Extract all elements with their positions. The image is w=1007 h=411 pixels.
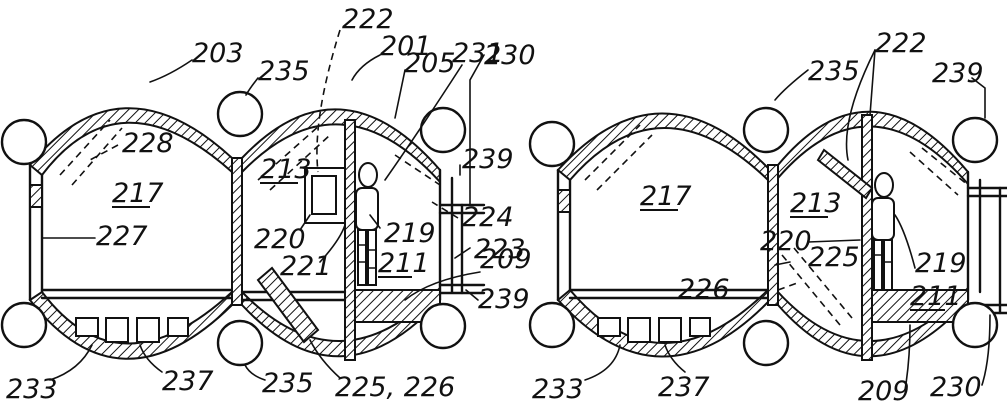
label-222: 222 bbox=[342, 4, 394, 35]
module-217-right bbox=[556, 112, 770, 358]
label-239: 239 bbox=[462, 144, 514, 175]
float-sphere bbox=[742, 319, 790, 367]
docking-adapter-right bbox=[966, 186, 1007, 315]
cargo-box bbox=[658, 317, 682, 343]
reference-labels: 203 235 222 201 205 231 230 228 239 217 … bbox=[6, 4, 984, 407]
partition-wall bbox=[231, 157, 243, 306]
cargo-box bbox=[689, 317, 711, 337]
hatch-ramp bbox=[256, 266, 320, 344]
label-233: 233 bbox=[6, 374, 58, 405]
cargo-box bbox=[597, 317, 621, 337]
cargo-box bbox=[627, 317, 651, 343]
hatch-ramp bbox=[816, 148, 874, 200]
label-219: 219 bbox=[384, 218, 436, 249]
label-237: 237 bbox=[162, 366, 214, 397]
label-205: 205 bbox=[404, 48, 456, 79]
float-sphere bbox=[0, 118, 48, 166]
label-235: 235 bbox=[258, 56, 310, 87]
label-237: 237 bbox=[658, 372, 710, 403]
label-230: 230 bbox=[930, 372, 982, 403]
float-sphere bbox=[951, 301, 999, 349]
partition-wall bbox=[767, 164, 779, 306]
label-219: 219 bbox=[915, 248, 967, 279]
float-sphere bbox=[742, 106, 790, 154]
float-sphere bbox=[216, 319, 264, 367]
label-209: 209 bbox=[858, 376, 910, 407]
label-209: 209 bbox=[480, 244, 532, 275]
label-217: 217 bbox=[640, 181, 692, 212]
label-211: 211 bbox=[378, 248, 430, 279]
right-assembly bbox=[528, 106, 1007, 367]
label-235: 235 bbox=[808, 56, 860, 87]
label-224: 224 bbox=[462, 202, 514, 233]
label-222: 222 bbox=[875, 28, 927, 59]
label-213: 213 bbox=[790, 188, 842, 219]
label-203: 203 bbox=[192, 38, 244, 69]
float-sphere bbox=[528, 301, 576, 349]
cargo-box bbox=[105, 317, 129, 343]
cargo-box bbox=[136, 317, 160, 343]
module-217-left bbox=[28, 107, 234, 360]
label-225: 225 bbox=[808, 242, 860, 273]
leader-lines bbox=[41, 29, 991, 391]
float-sphere bbox=[951, 116, 999, 164]
float-sphere bbox=[419, 302, 467, 350]
label-220: 220 bbox=[760, 226, 812, 257]
float-sphere bbox=[0, 301, 48, 349]
label-227: 227 bbox=[96, 221, 148, 252]
label-239: 239 bbox=[478, 284, 530, 315]
float-sphere bbox=[216, 90, 264, 138]
label-231: 231 bbox=[452, 38, 504, 69]
float-sphere bbox=[419, 106, 467, 154]
label-223: 223 bbox=[474, 234, 526, 265]
label-217: 217 bbox=[112, 178, 164, 209]
label-228: 228 bbox=[122, 128, 174, 159]
float-sphere bbox=[528, 120, 576, 168]
astronaut-figure bbox=[355, 162, 379, 286]
label-211: 211 bbox=[910, 281, 962, 312]
label-226: 226 bbox=[678, 274, 730, 305]
label-239: 239 bbox=[932, 58, 984, 89]
docking-adapter-left bbox=[438, 203, 486, 295]
label-233: 233 bbox=[532, 374, 584, 405]
label-225-226: 225, 226 bbox=[335, 372, 455, 403]
left-assembly bbox=[0, 90, 486, 367]
label-220: 220 bbox=[254, 224, 306, 255]
label-235: 235 bbox=[262, 368, 314, 399]
cargo-box bbox=[75, 317, 99, 337]
label-221: 221 bbox=[280, 251, 332, 282]
cargo-box bbox=[167, 317, 189, 337]
module-201-right bbox=[777, 110, 982, 361]
astronaut-figure bbox=[871, 172, 895, 291]
label-213: 213 bbox=[260, 154, 312, 185]
label-201: 201 bbox=[380, 31, 432, 62]
label-230: 230 bbox=[484, 40, 536, 71]
